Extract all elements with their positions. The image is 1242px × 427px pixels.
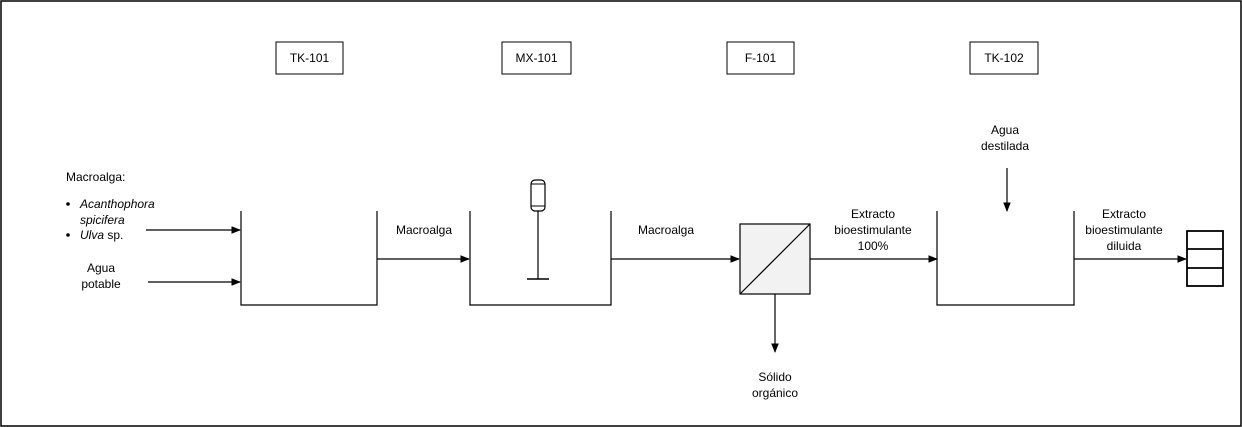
solid-label-1: Sólido [758, 370, 792, 384]
solid-label-2: orgánico [752, 386, 798, 400]
mixer-agitator-icon [527, 179, 549, 280]
product-label-2: bioestimulante [1085, 223, 1163, 237]
water-label-2: potable [81, 277, 121, 291]
tag-f101: F-101 [726, 41, 795, 75]
water-label-1: Agua [87, 261, 115, 275]
stream-label-tk101-mx101: Macroalga [396, 223, 452, 237]
stream-label-extract-2: bioestimulante [834, 223, 912, 237]
stream-label-extract-3: 100% [858, 239, 889, 253]
species-acanthophora: Acanthophora [79, 197, 155, 211]
tank-mx101 [469, 211, 612, 306]
species-spicifera: spicifera [80, 213, 125, 227]
product-label-1: Extracto [1102, 207, 1146, 221]
filter-f101-icon [739, 223, 811, 295]
stream-label-extract-1: Extracto [851, 207, 895, 221]
tag-tk102: TK-102 [969, 41, 1039, 75]
product-storage-icon [1186, 230, 1224, 287]
tag-f101-label: F-101 [745, 51, 777, 65]
bullet-ulva [66, 233, 70, 237]
bullet-acanthophora [66, 202, 70, 206]
product-label-3: diluida [1107, 239, 1142, 253]
distilled-water-label-2: destilada [981, 139, 1029, 153]
tag-tk101-label: TK-101 [290, 51, 330, 65]
tag-tk101: TK-101 [275, 41, 344, 75]
species-ulva: Ulva sp. [80, 228, 123, 242]
tag-mx101-label: MX-101 [515, 51, 557, 65]
tank-tk102 [936, 211, 1075, 306]
tag-tk102-label: TK-102 [984, 51, 1024, 65]
tag-mx101: MX-101 [501, 41, 572, 75]
feed-title: Macroalga: [66, 170, 125, 184]
stream-label-mx101-f101: Macroalga [638, 223, 694, 237]
distilled-water-label-1: Agua [991, 123, 1019, 137]
tank-tk101 [240, 211, 378, 306]
